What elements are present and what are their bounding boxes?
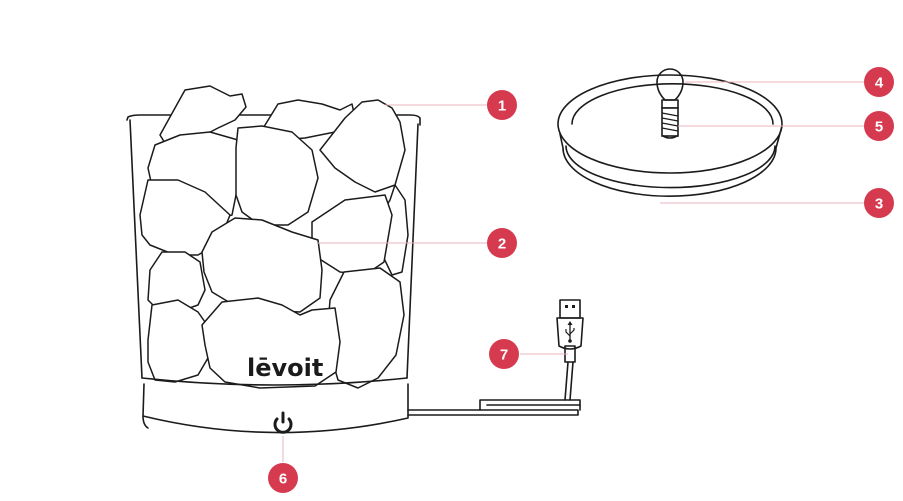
callout-4: 4	[864, 67, 894, 97]
callout-5: 5	[864, 111, 894, 141]
salt-rocks	[139, 85, 409, 389]
usb-cable	[407, 361, 581, 416]
svg-text:4: 4	[875, 75, 884, 92]
svg-text:6: 6	[279, 471, 287, 488]
light-bulb	[656, 68, 684, 139]
svg-text:1: 1	[498, 98, 506, 115]
leader-lines	[282, 81, 864, 462]
callout-1: 1	[487, 90, 517, 120]
brand-logo: lēvoit	[247, 354, 323, 382]
svg-text:3: 3	[875, 196, 883, 213]
svg-text:5: 5	[875, 119, 883, 136]
usb-icon	[565, 321, 575, 343]
callout-7: 7	[489, 339, 519, 369]
power-icon[interactable]	[273, 411, 293, 434]
svg-text:2: 2	[498, 236, 506, 253]
bulb-tray	[557, 74, 783, 197]
svg-text:7: 7	[500, 347, 508, 364]
callout-3: 3	[864, 188, 894, 218]
lamp-base	[141, 377, 409, 434]
callout-2: 2	[487, 228, 517, 258]
callout-6: 6	[268, 463, 298, 493]
